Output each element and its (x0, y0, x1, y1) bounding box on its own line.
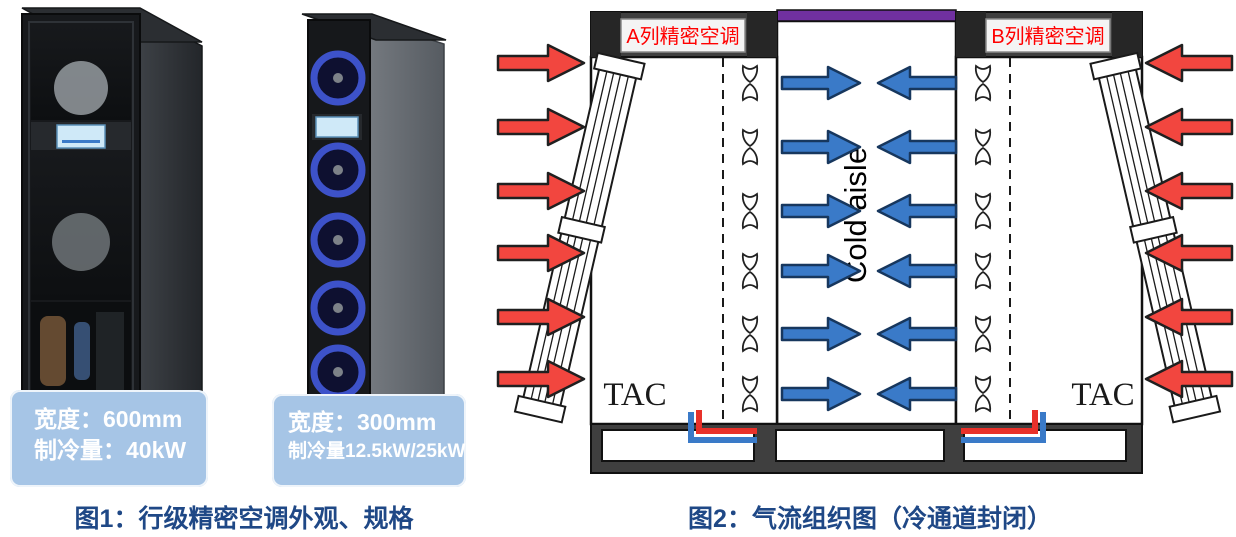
cabinet-300mm-side-panel (369, 18, 445, 457)
cabinet-300mm-display (315, 116, 359, 138)
cabinet-600mm-display (56, 124, 106, 149)
unit-b-pipes (961, 410, 1046, 443)
figure2-caption: 图2：气流组织图（冷通道封闭） (688, 505, 1052, 533)
pipe-red-b (961, 410, 1038, 434)
cabinet-300mm-fan-hub (333, 235, 343, 245)
unit-b-label-plate (985, 18, 1111, 53)
unit-b-header: B列精密空调 (955, 11, 1143, 58)
pipe-blue-a (688, 412, 757, 443)
cabinet-600mm-internals (96, 312, 124, 390)
raised-floor (590, 423, 1143, 474)
figure1-caption: 图1：行级精密空调外观、规格 (74, 505, 414, 533)
spec-300mm-width: 宽度：300mm (288, 409, 437, 435)
cabinet-300mm-fan-hub (333, 367, 343, 377)
cabinet-300mm-fan-hub (333, 303, 343, 313)
cabinet-600mm-pipe-blue (74, 322, 90, 380)
cabinet-600mm-display-text (62, 140, 100, 143)
floor-opening-aisle (775, 429, 945, 462)
hot-air-arrow-left (496, 43, 586, 83)
floor-opening-a (601, 429, 755, 462)
unit-b-coil (1089, 51, 1222, 424)
unit-a-label-plate (620, 18, 746, 53)
spec-label-300mm: 宽度：300mm 制冷量12.5kW/25kW (272, 394, 466, 487)
airflow-diagram: A列精密空调 B列精密空调 (496, 9, 1234, 474)
spec-300mm-capacity: 制冷量12.5kW/25kW (288, 440, 466, 462)
unit-a-pipes (688, 410, 757, 443)
cabinet-600mm-side-panel (139, 12, 203, 449)
cold-aisle-roof-bar (776, 9, 957, 22)
hot-air-arrow-right (1144, 107, 1234, 147)
spec-600mm-width: 宽度：600mm (34, 406, 183, 432)
cabinet-600mm-photo (21, 7, 203, 449)
hot-air-arrow-right (1144, 43, 1234, 83)
unit-a-label: A列精密空调 (626, 25, 739, 48)
cabinet-300mm-fan-stack (310, 50, 366, 400)
pipe-red-a (696, 410, 757, 434)
cabinet-600mm-fan-mid (52, 213, 110, 271)
tac-label-left: TAC (603, 377, 666, 413)
unit-b-label: B列精密空调 (991, 25, 1104, 48)
cabinet-600mm-coil-copper (40, 316, 66, 386)
cabinet-600mm-fan-top (54, 61, 108, 115)
unit-a-header: A列精密空调 (590, 11, 778, 58)
cabinet-300mm-fan-hub (333, 165, 343, 175)
spec-label-600mm: 宽度：600mm 制冷量：40kW (10, 390, 208, 487)
hot-air-arrow-left (496, 107, 586, 147)
cabinet-300mm-fan-hub (333, 73, 343, 83)
cabinet-300mm-photo (301, 13, 447, 457)
pipe-blue-b (961, 412, 1046, 443)
spec-600mm-capacity: 制冷量：40kW (34, 437, 187, 464)
tac-label-right: TAC (1071, 377, 1134, 413)
